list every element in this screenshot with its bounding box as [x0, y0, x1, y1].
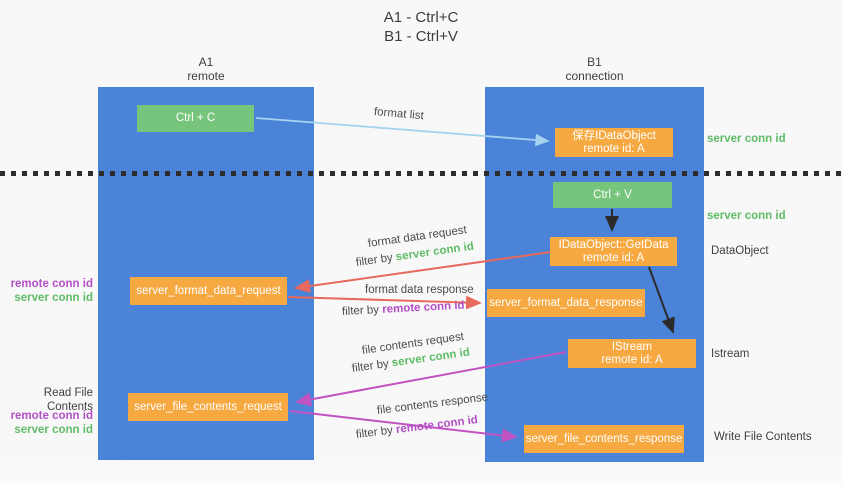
remote-conn-id-text: remote conn id	[395, 414, 479, 437]
lane-header-b1: B1 connection	[485, 55, 704, 83]
label-server-conn-id-1: server conn id	[14, 292, 93, 304]
label-server-conn-id-2: server conn id	[14, 424, 93, 436]
filter-by-text: filter by	[355, 424, 394, 441]
label-file-conn-ids: remote conn id server conn id	[0, 409, 93, 437]
label-format-conn-ids: remote conn id server conn id	[0, 277, 93, 305]
filter-by-text: filter by	[355, 251, 394, 269]
node-server-format-data-response: server_format_data_response	[487, 289, 645, 317]
edge-label-filter-by-remote-conn-id-2: filter by remote conn id	[355, 414, 478, 441]
node-save-idataobject-line1: 保存IDataObject	[572, 129, 656, 142]
lane-a1-name: A1	[198, 55, 214, 69]
label-write-file-contents: Write File Contents	[714, 431, 812, 443]
node-server-file-contents-response: server_file_contents_response	[524, 425, 684, 453]
node-idataobject-getdata: IDataObject::GetData remote id: A	[550, 237, 677, 266]
node-istream-line1: IStream	[611, 340, 653, 353]
diagram-title: A1 - Ctrl+C B1 - Ctrl+V	[0, 8, 842, 46]
node-save-idataobject-line2: remote id: A	[583, 142, 645, 155]
node-ctrl-c-label: Ctrl + C	[175, 112, 216, 124]
filter-by-text: filter by	[341, 304, 380, 318]
lane-header-a1: A1 remote	[98, 55, 314, 83]
dotted-divider	[0, 171, 842, 176]
node-ctrl-c: Ctrl + C	[137, 105, 254, 132]
title-line-2: B1 - Ctrl+V	[384, 28, 458, 45]
lane-a1-role: remote	[187, 69, 225, 83]
lane-b1-name: B1	[587, 55, 602, 69]
edge-label-format-list: format list	[373, 106, 425, 123]
node-ctrl-v: Ctrl + V	[553, 182, 672, 208]
label-server-conn-id-top: server conn id	[707, 133, 786, 145]
edge-label-filter-by-remote-conn-id-1: filter by remote conn id	[342, 300, 465, 318]
node-idataobject-getdata-line1: IDataObject::GetData	[558, 238, 669, 251]
label-remote-conn-id-1: remote conn id	[10, 278, 93, 290]
label-read-file-contents: Read File Contents	[43, 387, 93, 413]
title-line-1: A1 - Ctrl+C	[383, 9, 459, 26]
label-dataobject: DataObject	[711, 245, 769, 257]
label-server-conn-id-mid: server conn id	[707, 210, 786, 222]
node-server-format-data-request-label: server_format_data_request	[136, 284, 281, 297]
edge-label-file-contents-response: file contents response	[376, 391, 489, 417]
node-idataobject-getdata-line2: remote id: A	[582, 251, 645, 264]
lane-b1-role: connection	[565, 69, 624, 83]
remote-conn-id-text: remote conn id	[381, 299, 465, 316]
node-istream: IStream remote id: A	[568, 339, 696, 368]
node-server-format-data-response-label: server_format_data_response	[489, 296, 643, 309]
node-server-format-data-request: server_format_data_request	[130, 277, 287, 305]
node-server-file-contents-response-label: server_file_contents_response	[525, 432, 683, 445]
label-istream: Istream	[711, 348, 750, 360]
label-remote-conn-id-2: remote conn id	[10, 410, 93, 422]
edge-label-format-data-response: format data response	[365, 284, 474, 296]
node-istream-line2: remote id: A	[601, 353, 663, 366]
filter-by-text: filter by	[351, 357, 390, 375]
node-server-file-contents-request-label: server_file_contents_request	[134, 400, 282, 413]
node-ctrl-v-label: Ctrl + V	[593, 188, 632, 201]
node-save-idataobject: 保存IDataObject remote id: A	[555, 128, 673, 157]
node-server-file-contents-request: server_file_contents_request	[128, 393, 288, 421]
